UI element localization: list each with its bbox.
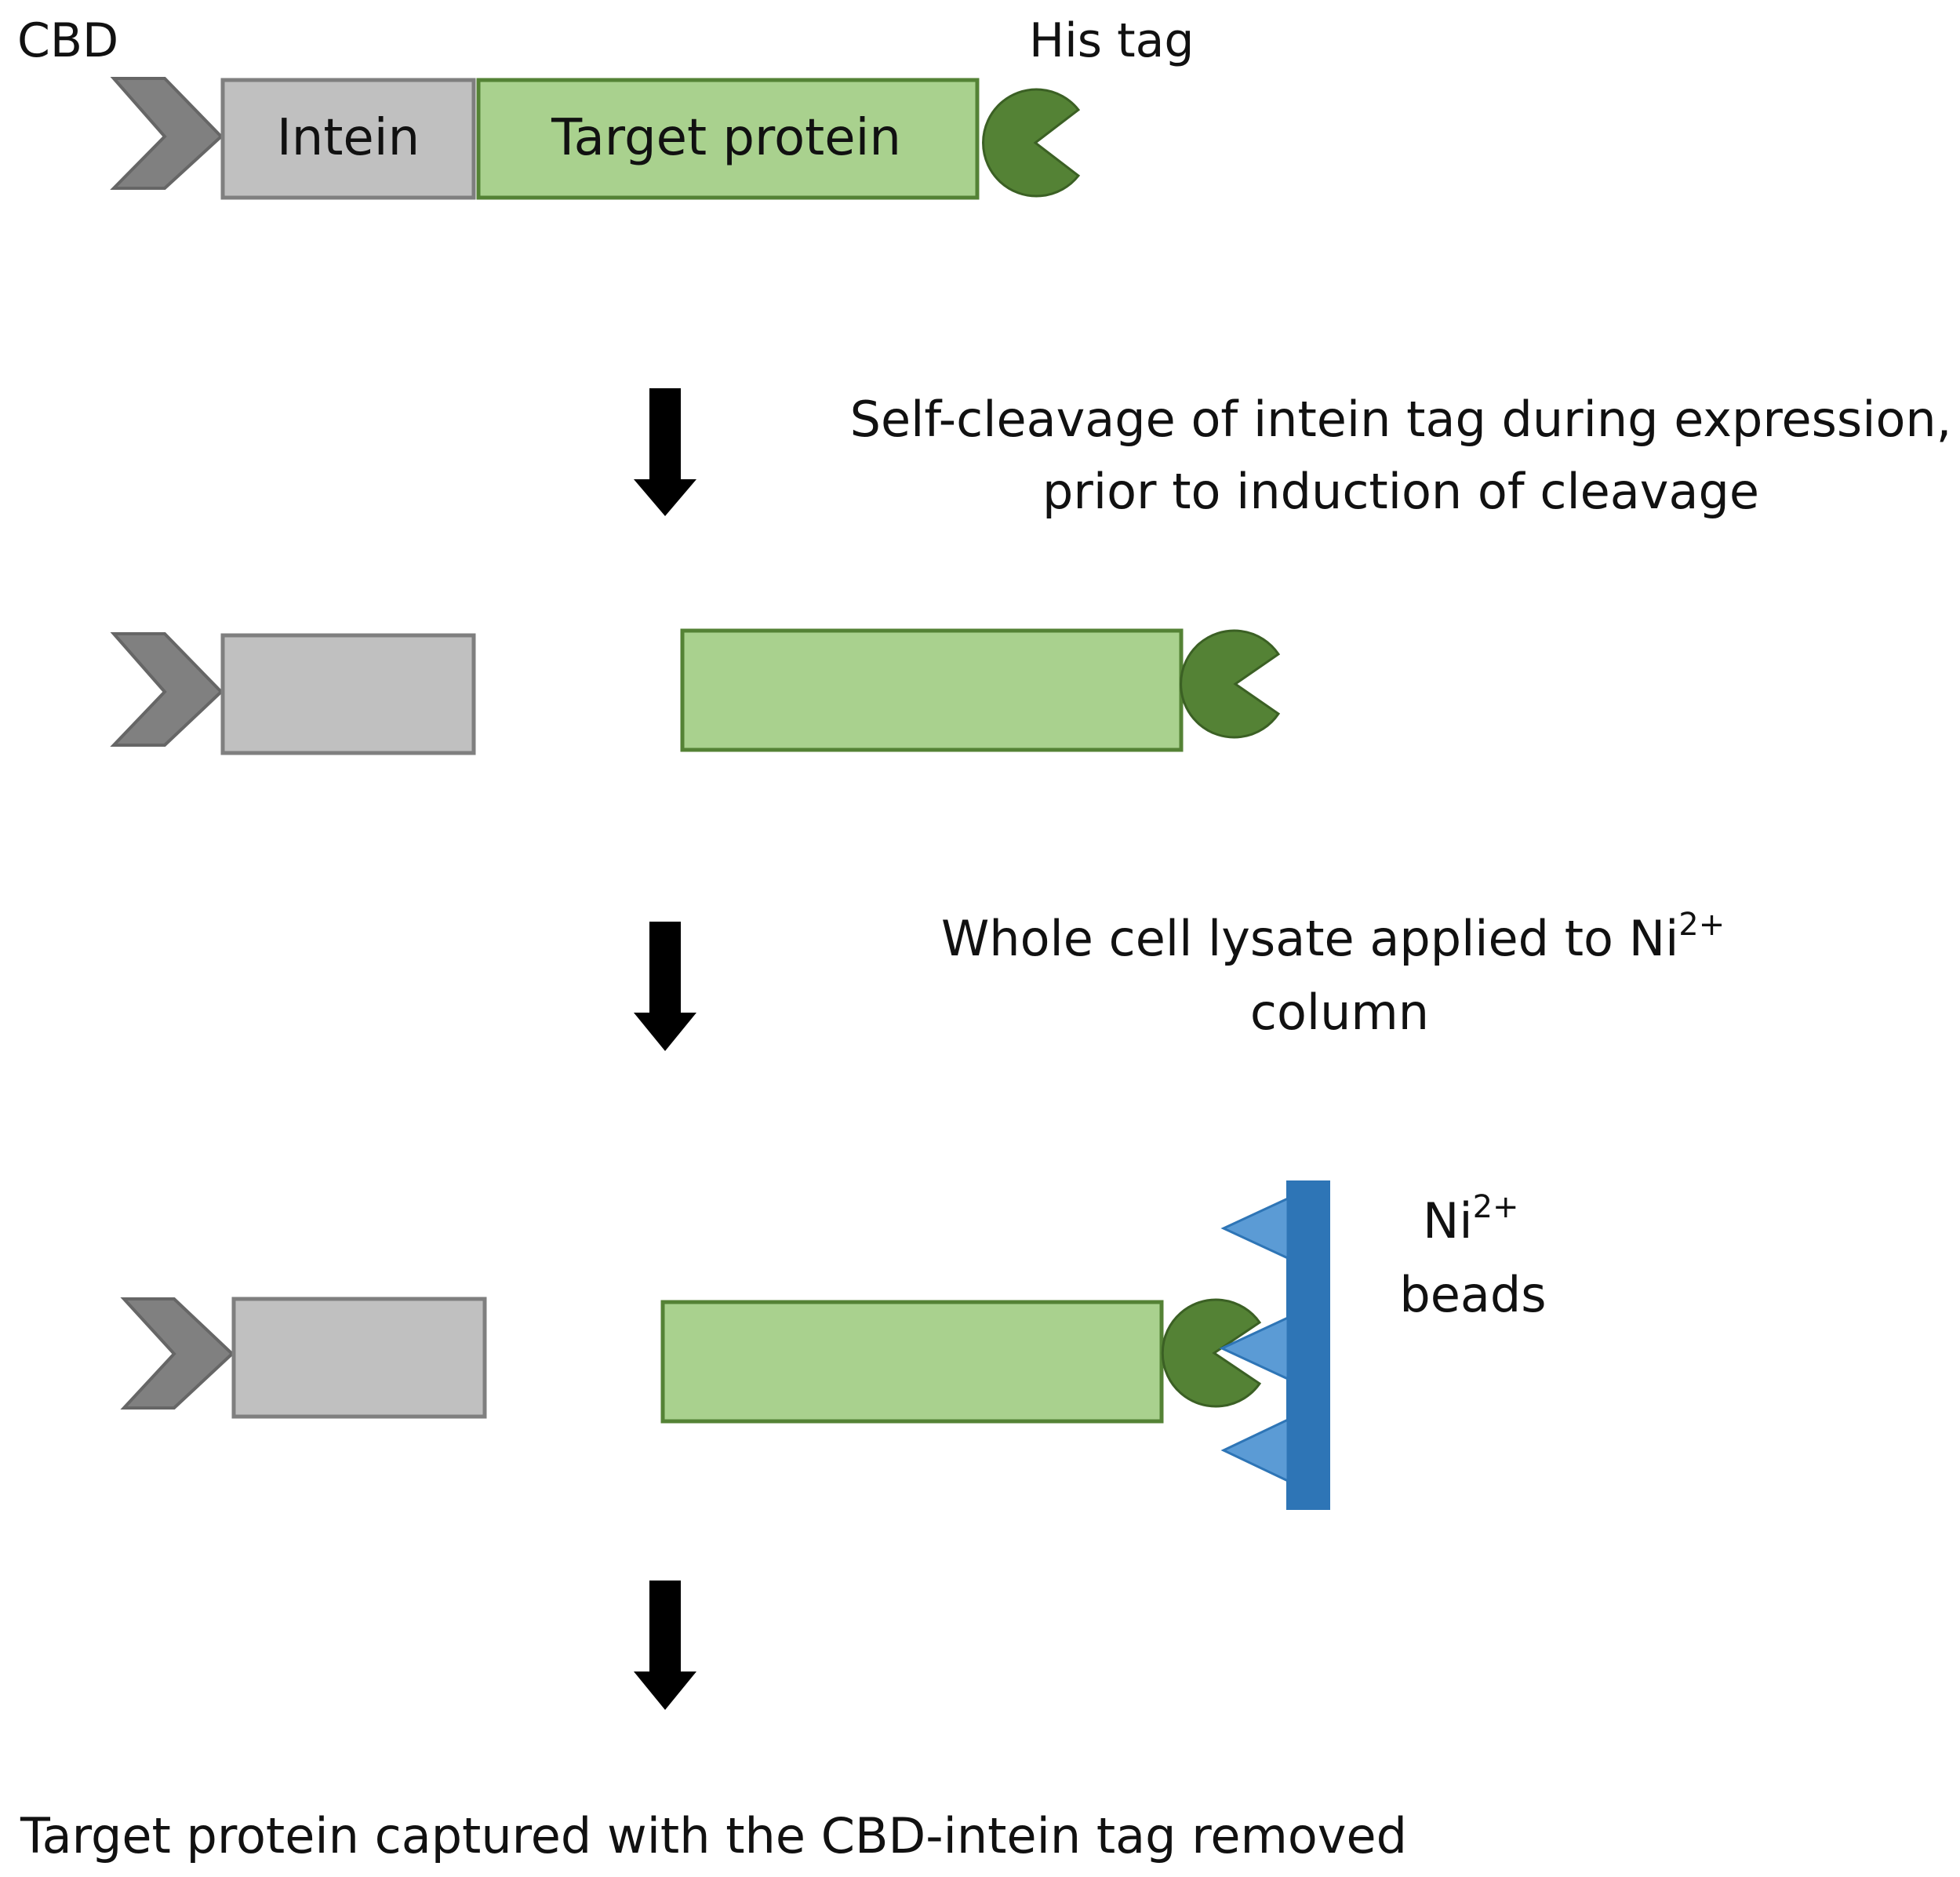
target-protein-box	[476, 78, 980, 200]
his-tag-pacman	[1161, 1298, 1262, 1408]
down-arrow-3	[634, 1581, 696, 1710]
result-text: Target protein captured with the CBD-int…	[20, 1807, 1407, 1864]
his-tag-pacman	[982, 88, 1081, 198]
step1-text-line2: prior to induction of cleavage	[1042, 463, 1759, 520]
intein-box	[220, 633, 476, 755]
intein-box	[231, 1297, 487, 1419]
cbd-label: CBD	[17, 13, 118, 68]
bead-spike-top	[1220, 1196, 1289, 1260]
ni-beads	[1219, 1180, 1330, 1510]
construct-cleaved	[110, 628, 1281, 755]
cbd-chevron	[110, 77, 224, 190]
beads-label-line1: Ni2+	[1423, 1189, 1519, 1250]
target-protein-box	[660, 1300, 1164, 1424]
his-tag-pacman	[1180, 629, 1281, 739]
cbd-chevron	[120, 1297, 235, 1410]
intein-label: Intein	[277, 109, 420, 167]
cbd-chevron	[110, 632, 224, 747]
construct-captured	[120, 1297, 1262, 1424]
step2-text-line1: Whole cell lysate applied to Ni2+	[941, 907, 1725, 967]
step1-text-line1: Self-cleavage of intein tag during expre…	[850, 391, 1952, 448]
bead-spike-bottom	[1220, 1417, 1289, 1483]
down-arrow-2	[634, 922, 696, 1051]
his-tag-label: His tag	[1029, 13, 1195, 68]
step2-text-line2: column	[1250, 984, 1429, 1041]
beads-label-line2: beads	[1399, 1266, 1546, 1323]
construct-fused: Intein Target protein	[110, 77, 1081, 200]
target-protein-box	[680, 628, 1184, 752]
bead-bar	[1286, 1180, 1330, 1510]
down-arrow-1	[634, 388, 696, 516]
bead-spike-middle	[1219, 1315, 1289, 1381]
intein-box	[220, 78, 476, 200]
target-protein-label: Target protein	[551, 109, 901, 167]
